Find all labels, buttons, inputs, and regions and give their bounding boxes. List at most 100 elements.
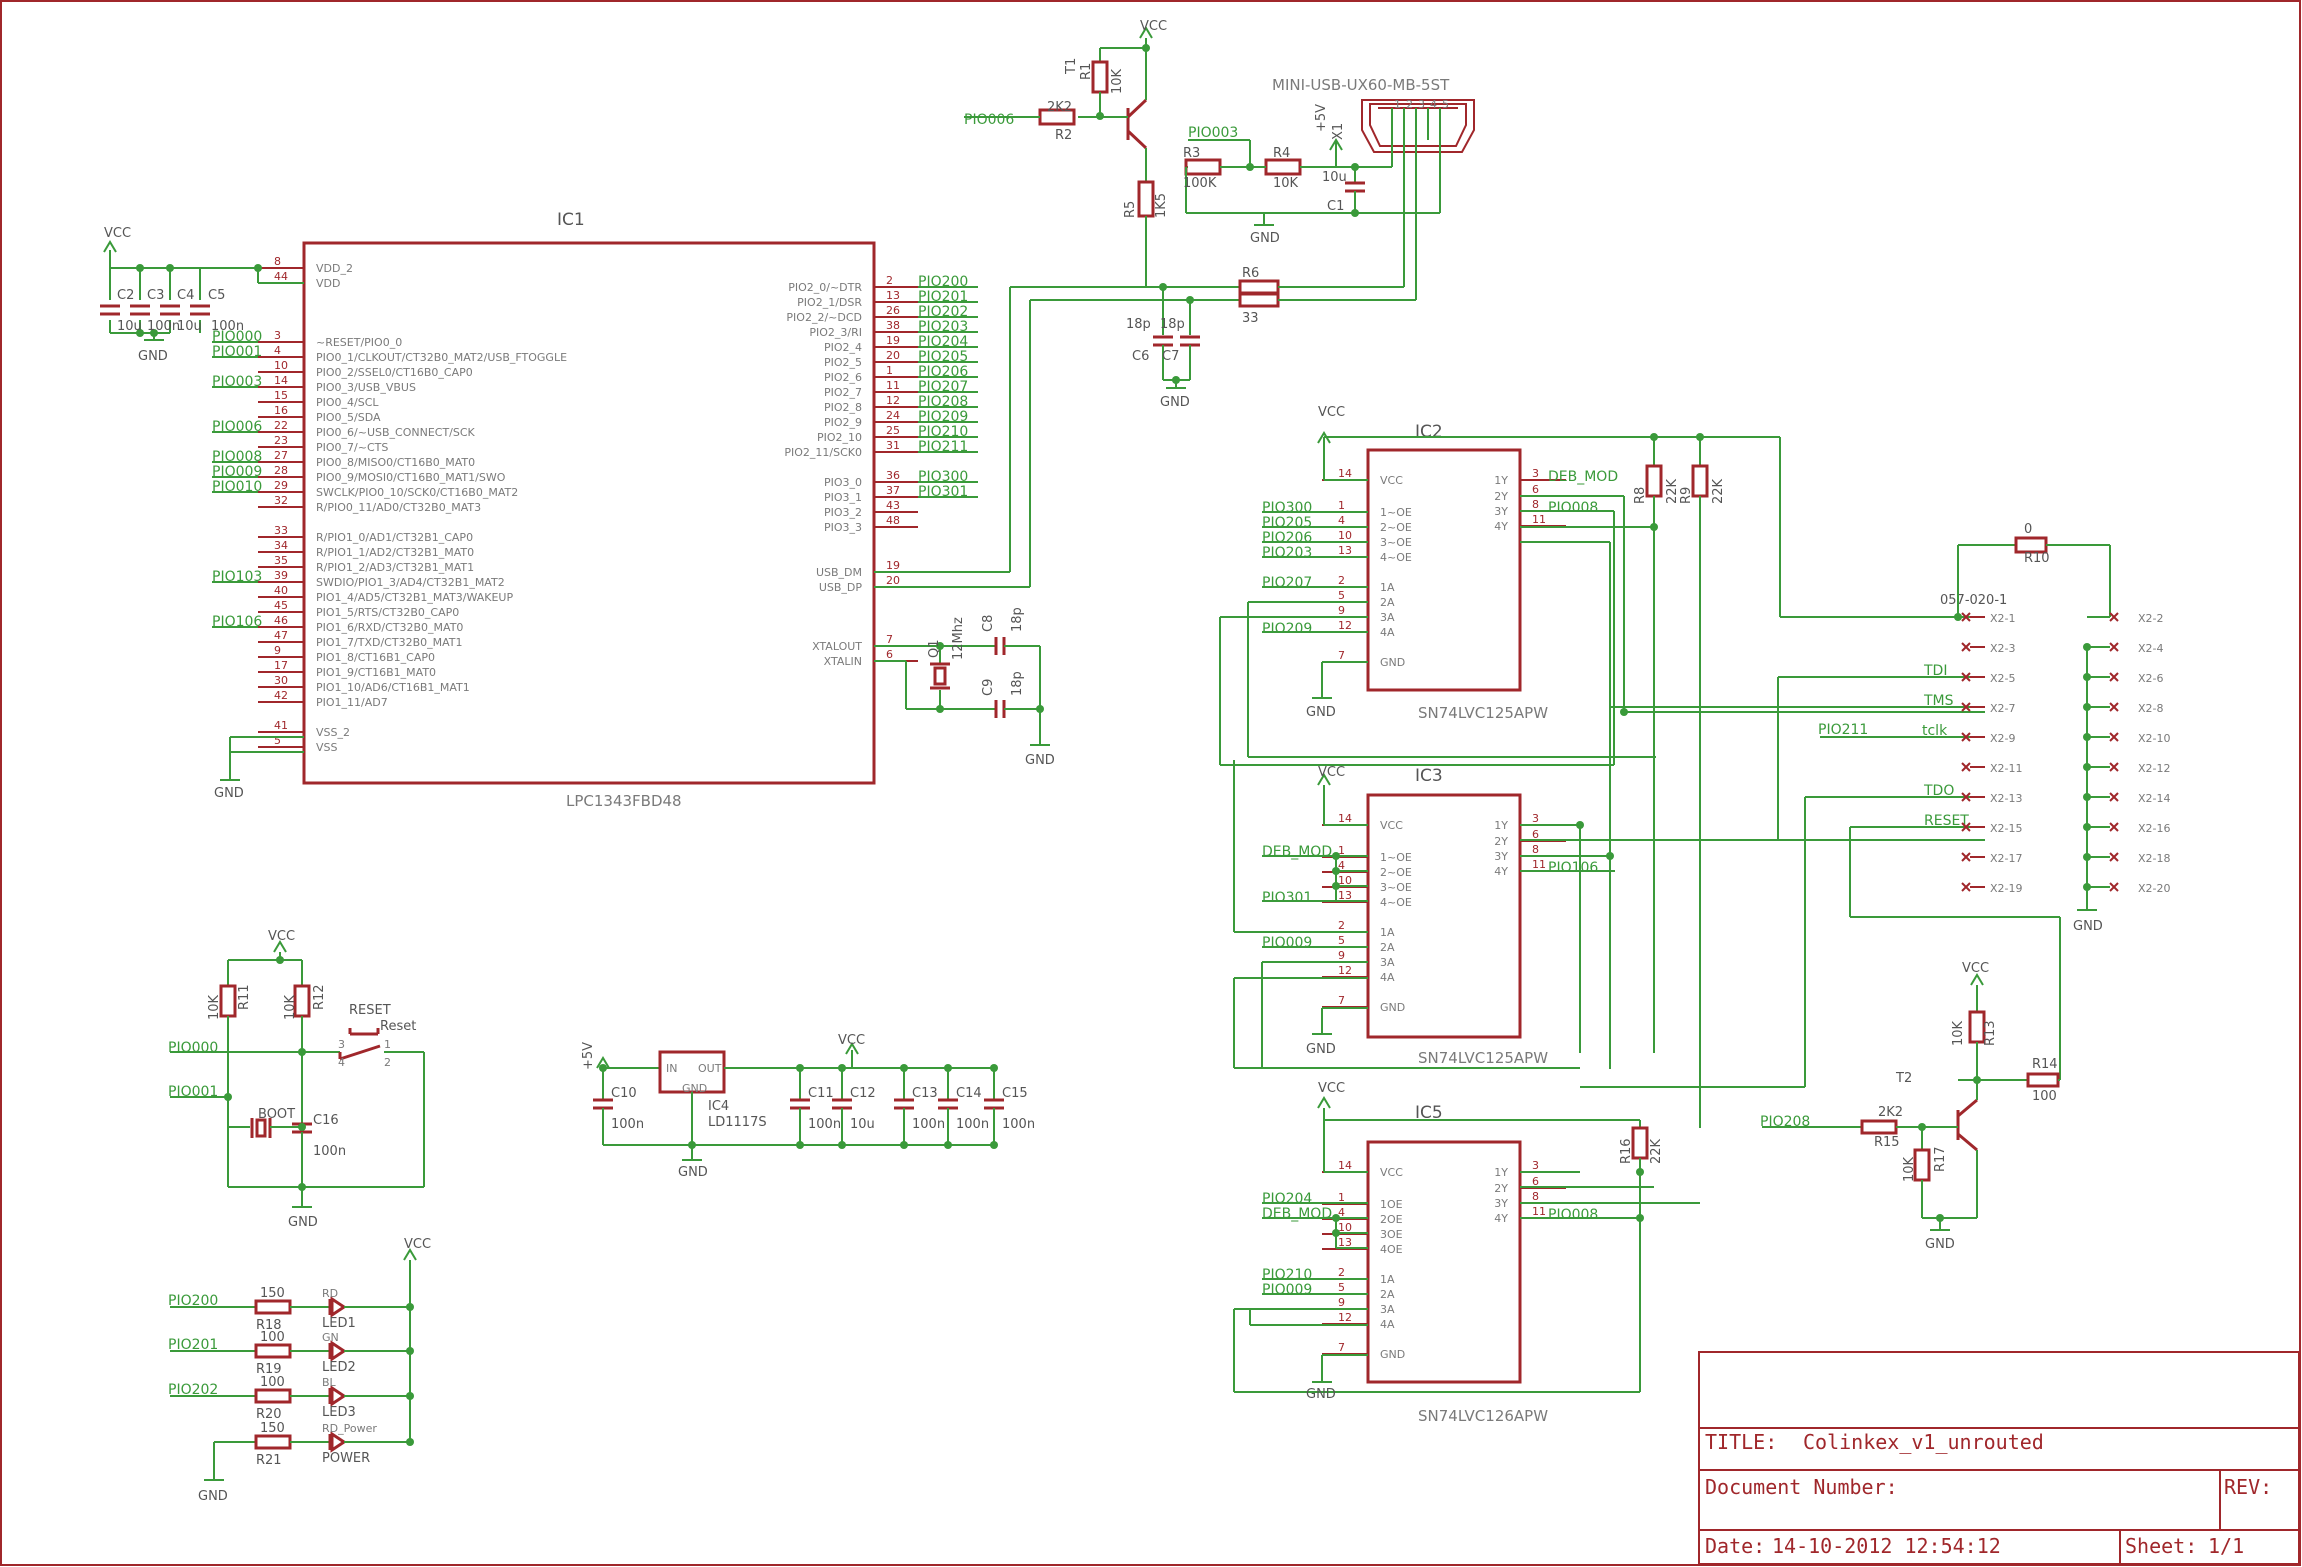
buffer-pin-number: 9 bbox=[1338, 949, 1345, 962]
buffer-wiring: VCC R8 22K R9 22K bbox=[1219, 405, 1985, 1402]
buffer-pin-name: 2Y bbox=[1494, 835, 1508, 848]
ic1-pin-number: 1 bbox=[886, 364, 893, 377]
svg-text:X1: X1 bbox=[1331, 123, 1346, 140]
ic1-pin-name: ~RESET/PIO0_0 bbox=[316, 336, 402, 349]
connector-pin-odd: X2-15 bbox=[1961, 822, 2023, 835]
net-label: PIO202 bbox=[168, 1382, 218, 1398]
ic1-pin-name: PIO0_9/MOSI0/CT16B0_MAT1/SWO bbox=[316, 471, 506, 484]
led-ref: LED2 bbox=[322, 1360, 356, 1375]
t2-section: VCC 10K R13 R14 100 T2 PIO208 2K2 R15 10… bbox=[1760, 961, 2060, 1252]
net-label: PIO204 bbox=[918, 334, 968, 350]
connector-pin-label: X2-4 bbox=[2138, 642, 2164, 655]
ic1-pin-number: 41 bbox=[274, 719, 288, 732]
ic1-pin-number: 20 bbox=[886, 349, 900, 362]
svg-text:C16: C16 bbox=[313, 1113, 339, 1128]
ic1-pin-name: R/PIO1_0/AD1/CT32B1_CAP0 bbox=[316, 531, 473, 544]
title-label: TITLE: bbox=[1705, 1430, 1777, 1454]
svg-text:22K: 22K bbox=[1711, 478, 1726, 504]
buffer-pin-number: 11 bbox=[1532, 858, 1546, 871]
ic1-pin-number: 11 bbox=[886, 379, 900, 392]
svg-text:GND: GND bbox=[138, 349, 168, 364]
buffer-pin-name: 1A bbox=[1380, 581, 1395, 594]
svg-text:IN: IN bbox=[666, 1062, 677, 1075]
buffer-pin-name: 1~OE bbox=[1380, 851, 1412, 864]
svg-text:C2: C2 bbox=[117, 288, 134, 303]
svg-text:10u: 10u bbox=[117, 319, 142, 334]
buffer-pin-name: 2A bbox=[1380, 1288, 1395, 1301]
svg-text:TDO: TDO bbox=[1923, 783, 1954, 799]
ic1-pin-name: SWCLK/PIO0_10/SCK0/CT16B0_MAT2 bbox=[316, 486, 518, 499]
connector-pin-even: X2-12 bbox=[2083, 762, 2171, 775]
ic1-pin-name: PIO2_4 bbox=[824, 341, 862, 354]
ic1-pin-name: PIO2_10 bbox=[817, 431, 862, 444]
date-value: 14-10-2012 12:54:12 bbox=[1772, 1534, 2001, 1558]
svg-text:100n: 100n bbox=[313, 1144, 346, 1159]
svg-text:R9: R9 bbox=[1679, 487, 1694, 504]
ic1-pin-number: 46 bbox=[274, 614, 288, 627]
svg-text:100K: 100K bbox=[1183, 176, 1217, 191]
capacitor-value: 100n bbox=[956, 1117, 989, 1132]
ic1-pin-name: PIO1_6/RXD/CT32B0_MAT0 bbox=[316, 621, 463, 634]
ic1-pin-number: 7 bbox=[886, 633, 893, 646]
connector-pin-odd: X2-5 bbox=[1961, 672, 2016, 685]
ic1-pin-name: PIO0_4/SCL bbox=[316, 396, 379, 409]
svg-text:DEB_MOD: DEB_MOD bbox=[1548, 469, 1618, 485]
svg-text:10K: 10K bbox=[283, 994, 298, 1020]
connector-pin-even: X2-8 bbox=[2083, 702, 2164, 715]
svg-text:C8: C8 bbox=[981, 615, 996, 632]
svg-text:TMS: TMS bbox=[1923, 693, 1954, 709]
ic1-pin-name: PIO0_1/CLKOUT/CT32B0_MAT2/USB_FTOGGLE bbox=[316, 351, 567, 364]
svg-text:2K2: 2K2 bbox=[1047, 100, 1072, 115]
net-label: PIO010 bbox=[212, 479, 262, 495]
ic1-pin-number: 45 bbox=[274, 599, 288, 612]
capacitor-value: 100n bbox=[1002, 1117, 1035, 1132]
ic1-pin-number: 12 bbox=[886, 394, 900, 407]
svg-text:C1: C1 bbox=[1327, 199, 1344, 214]
net-label: PIO201 bbox=[168, 1337, 218, 1353]
svg-text:VCC: VCC bbox=[268, 929, 295, 944]
resistor-ref: R18 bbox=[256, 1318, 282, 1333]
connector-pin-even: X2-4 bbox=[2083, 642, 2164, 655]
svg-text:VCC: VCC bbox=[838, 1033, 865, 1048]
net-label: PIO006 bbox=[212, 419, 262, 435]
connector-pin-label: X2-17 bbox=[1990, 852, 2023, 865]
buffer-pin-name: 3~OE bbox=[1380, 536, 1412, 549]
buffer-pin-name: 1A bbox=[1380, 1273, 1395, 1286]
buffer-pin-number: 2 bbox=[1338, 1266, 1345, 1279]
ic1-pin-name: PIO2_11/SCK0 bbox=[784, 446, 862, 459]
connector-pin-label: X2-20 bbox=[2138, 882, 2171, 895]
buffer-pin-name: GND bbox=[1380, 1001, 1405, 1014]
buffer-pin-name: 2A bbox=[1380, 596, 1395, 609]
buffer-pin-number: 1 bbox=[1338, 844, 1345, 857]
ic1-pin-name: VSS bbox=[316, 741, 338, 754]
svg-text:C6: C6 bbox=[1132, 349, 1149, 364]
buffer-pin-name: 2Y bbox=[1494, 1182, 1508, 1195]
buffer-pin-number: 12 bbox=[1338, 1311, 1352, 1324]
svg-text:LD1117S: LD1117S bbox=[708, 1115, 767, 1130]
svg-text:PIO203: PIO203 bbox=[1262, 545, 1312, 561]
svg-text:R2: R2 bbox=[1055, 128, 1072, 143]
buffer-pin-number: 12 bbox=[1338, 964, 1352, 977]
svg-text:R3: R3 bbox=[1183, 146, 1200, 161]
led-ref: LED3 bbox=[322, 1405, 356, 1420]
net-label: PIO210 bbox=[918, 424, 968, 440]
ic1-pin-number: 2 bbox=[886, 274, 893, 287]
ic1-pin-name: PIO0_7/~CTS bbox=[316, 441, 388, 454]
buffer-pin-number: 6 bbox=[1532, 1175, 1539, 1188]
connector-pin-odd: X2-17 bbox=[1961, 852, 2023, 865]
buffer-part: SN74LVC126APW bbox=[1418, 1407, 1548, 1425]
led-ref: LED1 bbox=[322, 1316, 356, 1331]
svg-text:10K: 10K bbox=[1273, 176, 1299, 191]
buffer-pin-number: 14 bbox=[1338, 812, 1352, 825]
net-label: PIO200 bbox=[168, 1293, 218, 1309]
buffer-part: SN74LVC125APW bbox=[1418, 704, 1548, 722]
buffer-pin-number: 5 bbox=[1338, 934, 1345, 947]
buffer-ref: IC2 bbox=[1415, 422, 1443, 442]
svg-text:+5V: +5V bbox=[1314, 104, 1329, 132]
buffer-pin-number: 10 bbox=[1338, 874, 1352, 887]
buffer-pin-name: 3Y bbox=[1494, 1197, 1508, 1210]
connector-pin-odd: X2-3 bbox=[1961, 642, 2016, 655]
buffer-ic5: IC5SN74LVC126APW14VCC11OE42OE103OE134OE2… bbox=[1322, 1103, 1566, 1425]
connector-pin-label: X2-6 bbox=[2138, 672, 2164, 685]
